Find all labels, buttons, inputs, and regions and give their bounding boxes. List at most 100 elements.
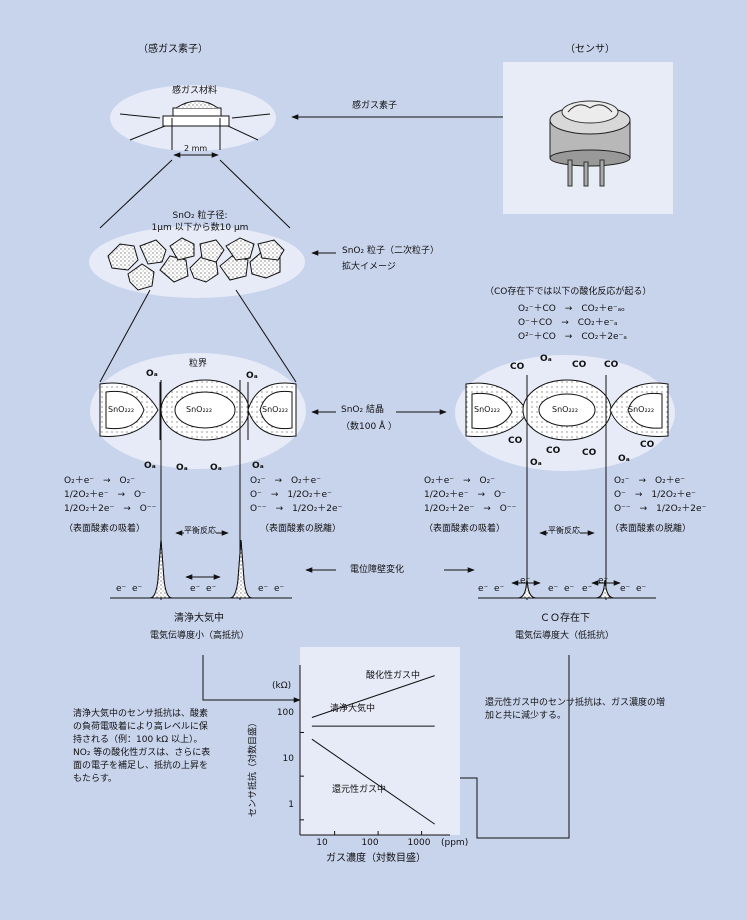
y-tick-label: 100 (276, 708, 294, 718)
zoom-lines-1 (99, 159, 291, 229)
oxygen-label: Oₐ (146, 369, 158, 379)
desorption-eq: O₂⁻ → O₂＋e⁻ (614, 476, 685, 486)
electron-label: e⁻ (564, 584, 575, 594)
co-reaction-eq: O⁻＋CO → CO₂＋e⁻ₐ (518, 318, 618, 328)
barrier-left (110, 539, 292, 599)
series-line-0 (311, 675, 435, 718)
desorption-eq: O⁻ → 1/2O₂＋e⁻ (614, 490, 696, 500)
oxygen-label: Oₐ (530, 458, 542, 468)
oxygen-label: Oₐ (540, 354, 552, 364)
adsorption-equations-right: O₂＋e⁻ → O₂⁻ 1/2O₂＋e⁻ → O⁻ 1/2O₂＋2e⁻ → O⁻… (424, 476, 516, 518)
x-tick-label: 10 (316, 838, 328, 848)
clean-air-note: 清浄大気中のセンサ抵抗は、酸素の負荷電吸着により高レベルに保持される（例：100… (73, 709, 211, 784)
desorption-caption-left: （表面酸素の脱離） (260, 524, 342, 534)
adsorption-caption-left: （表面酸素の吸着） (64, 524, 146, 534)
particle-size-line1: SnO₂ 粒子径: (172, 211, 228, 221)
particle-cluster (107, 237, 285, 291)
co-label: CO (510, 362, 525, 372)
oxygen-label: Oₐ (252, 461, 264, 471)
co-reaction-eq: O₂⁻＋CO → CO₂＋e⁻ₐₒ (518, 304, 625, 314)
electron-label: e⁻ (206, 584, 217, 594)
electron-label: e⁻ (274, 584, 285, 594)
desorption-eq: O⁻⁻ → 1/2O₂＋2e⁻ (250, 504, 343, 514)
electron-label: e⁻ (636, 584, 647, 594)
desorption-eq: O₂⁻ → O₂＋e⁻ (250, 476, 321, 486)
adsorption-eq: 1/2O₂＋2e⁻ → O⁻⁻ (424, 504, 517, 514)
adsorption-eq: 1/2O₂＋e⁻ → O⁻ (64, 490, 146, 500)
co-label: CO (546, 446, 561, 456)
particle-label-line1: SnO₂ 粒子（二次粒子） (342, 246, 439, 256)
element-section-title: （感ガス素子） (138, 44, 208, 55)
crystal-label-line1: SnO₂ 結晶 (341, 405, 384, 415)
oxygen-label: Oₐ (618, 454, 630, 464)
zoom-lines-2 (99, 289, 297, 383)
grain-text: SnO₂₂₂ (628, 405, 655, 414)
adsorption-caption-right: （表面酸素の吸着） (424, 524, 506, 534)
desorption-caption-right: （表面酸素の脱離） (610, 524, 692, 534)
electron-label: e⁻ (132, 584, 143, 594)
series-label-oxidizing: 酸化性ガス中 (366, 671, 421, 681)
grain-text: SnO₂₂₂ (552, 405, 579, 414)
desorption-eq: O⁻⁻ → 1/2O₂＋2e⁻ (614, 504, 707, 514)
desorption-equations-left: O₂⁻ → O₂＋e⁻ O⁻ → 1/2O₂＋e⁻ O⁻⁻ → 1/2O₂＋2e… (250, 476, 342, 518)
co-reaction-title: （CO存在下では以下の酸化反応が起る） (485, 287, 652, 297)
chart-bg (300, 647, 460, 835)
electron-label: e⁻ (478, 584, 489, 594)
electron-label: e⁻ (494, 584, 505, 594)
chart-axes (299, 665, 450, 836)
electron-label: e⁻ (258, 584, 269, 594)
clean-air-title: 清浄大気中 (174, 613, 224, 624)
co-present-subtitle: 電気伝導度大（低抵抗） (515, 631, 615, 641)
co-label: CO (640, 440, 655, 450)
electron-label: e⁻ (548, 584, 559, 594)
grain-text: SnO₂₂₂ (474, 405, 501, 414)
x-axis-title: ガス濃度（対数目盛） (326, 853, 426, 864)
series-label-clean-air: 清浄大気中 (330, 704, 376, 714)
adsorption-eq: 1/2O₂＋2e⁻ → O⁻⁻ (64, 504, 157, 514)
adsorption-eq: 1/2O₂＋e⁻ → O⁻ (424, 490, 506, 500)
co-reaction-eq: O²⁻＋CO → CO₂＋2e⁻ₐ (518, 332, 627, 342)
co-present-title: ＣＯ存在下 (540, 613, 590, 624)
y-unit-label: (kΩ) (272, 681, 292, 691)
grain-boundary-label: 粒界 (189, 359, 208, 369)
adsorption-eq: O₂＋e⁻ → O₂⁻ (424, 476, 495, 486)
oxygen-label: Oₐ (246, 371, 258, 381)
adsorption-eq: O₂＋e⁻ → O₂⁻ (64, 476, 135, 486)
particle-size-line2: 1μm 以下から数10 μm (151, 223, 249, 233)
element-chip (119, 100, 271, 150)
co-label: CO (604, 360, 619, 370)
x-tick-label: 100 (361, 838, 379, 848)
x-unit-label: (ppm) (441, 838, 469, 848)
barrier-right (478, 579, 656, 599)
adsorption-equations-left: O₂＋e⁻ → O₂⁻ 1/2O₂＋e⁻ → O⁻ 1/2O₂＋2e⁻ → O⁻… (64, 476, 156, 518)
barrier-change-label: 電位障壁変化 (350, 565, 405, 575)
y-tick-label: 10 (282, 754, 294, 764)
co-reaction-equations: O₂⁻＋CO → CO₂＋e⁻ₐₒ O⁻＋CO → CO₂＋e⁻ₐ O²⁻＋CO… (518, 304, 627, 346)
x-tick-label: 1000 (407, 838, 431, 848)
equilibrium-label-left: 平衡反応 (184, 526, 216, 536)
equilibrium-label-right: 平衡反応 (548, 526, 580, 536)
dimension-label: 2 mm (184, 144, 208, 153)
grain-text: SnO₂₂₂ (108, 405, 135, 414)
electron-label: e⁻ (116, 584, 127, 594)
crystal-label-line2: （数100 Å ） (341, 422, 398, 432)
electron-label: e⁻ (582, 584, 593, 594)
electron-label: e⁻ (520, 576, 531, 586)
particle-label-line2: 拡大イメージ (342, 262, 396, 272)
oxygen-label: Oₐ (176, 463, 188, 473)
y-axis-title: センサ抵抗（対数目盛） (248, 718, 259, 818)
series-line-2 (311, 738, 435, 825)
oxygen-label: Oₐ (210, 463, 222, 473)
clean-air-subtitle: 電気伝導度小（高抵抗） (150, 631, 250, 641)
sensor-photo (503, 62, 673, 214)
desorption-eq: O⁻ → 1/2O₂＋e⁻ (250, 490, 332, 500)
desorption-equations-right: O₂⁻ → O₂＋e⁻ O⁻ → 1/2O₂＋e⁻ O⁻⁻ → 1/2O₂＋2e… (614, 476, 706, 518)
series-label-reducing: 還元性ガス中 (332, 785, 387, 795)
grain-text: SnO₂₂₂ (262, 405, 289, 414)
oxygen-label: Oₐ (144, 461, 156, 471)
grain-text: SnO₂₂₂ (186, 405, 213, 414)
co-label: CO (582, 448, 597, 458)
grains-left (99, 379, 297, 441)
chart-series-group (300, 675, 435, 835)
